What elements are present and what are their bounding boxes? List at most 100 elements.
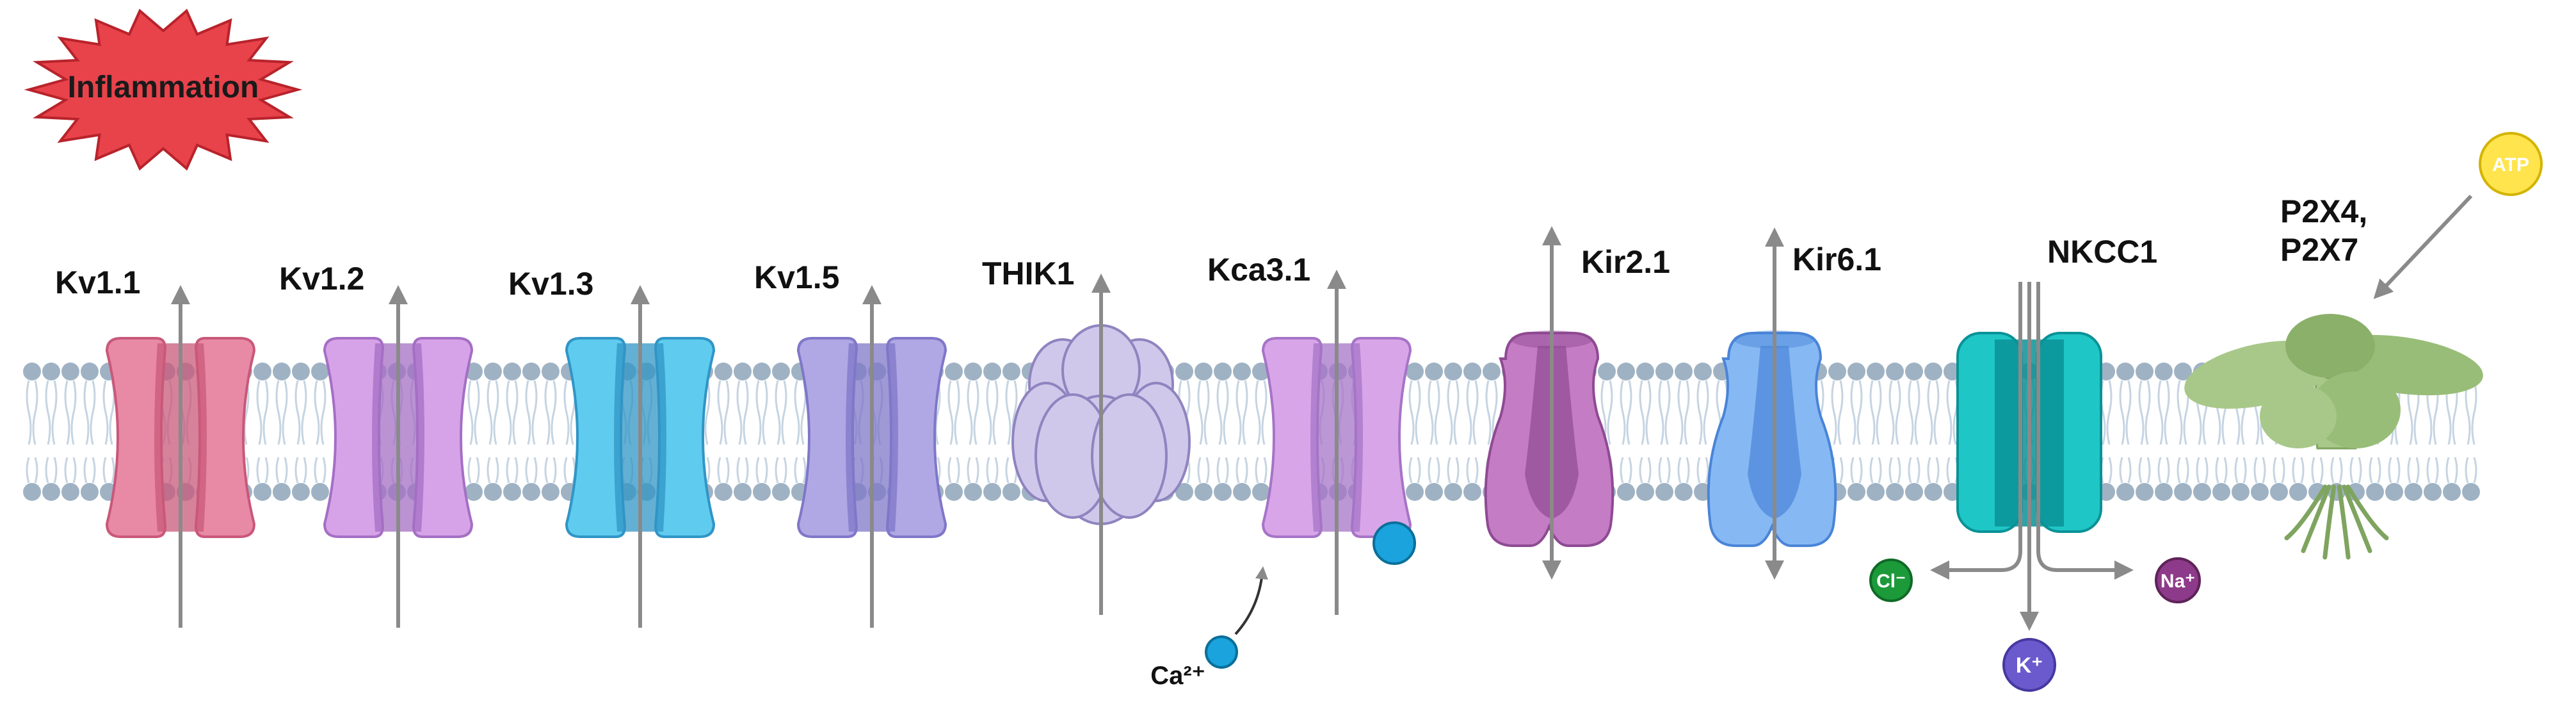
lipid-tail (1647, 457, 1652, 484)
channel-kir21 (1484, 331, 1614, 547)
lipid-tail (1628, 457, 1632, 484)
lipid-head (2193, 483, 2211, 501)
lipid-tail (1205, 457, 1210, 484)
lipid-tail (314, 457, 318, 484)
lipid-tail (111, 457, 115, 484)
lipid-tail (544, 380, 551, 445)
lipid-tail (294, 457, 299, 484)
lipid-tail (2223, 457, 2228, 484)
lipid-tail (717, 380, 723, 445)
lipid-head (1444, 483, 1462, 501)
lipid-head (503, 363, 521, 380)
lipid-tail (544, 457, 549, 484)
lipid-tail (551, 380, 557, 445)
lipid-tail (1658, 457, 1662, 484)
lipid-head (2385, 483, 2403, 501)
lipid-head (61, 483, 79, 501)
lipid-head (2462, 483, 2480, 501)
lipid-tail (1261, 380, 1268, 445)
lipid-head (945, 483, 963, 501)
lipid-head (2136, 363, 2153, 380)
lipid-tail (1255, 380, 1261, 445)
lipid-tail (1927, 380, 1933, 445)
lipid-tail (1447, 457, 1451, 484)
lipid-tail (1203, 380, 1210, 445)
lipid-tail (45, 380, 51, 445)
lipid-head (1694, 363, 1712, 380)
lipid-head (542, 363, 559, 380)
lipid-tail (954, 380, 960, 445)
lipid-head (2308, 483, 2326, 501)
arrow-calcium-influx (1234, 566, 1268, 635)
lipid-head (1847, 363, 1865, 380)
lipid-tail (563, 457, 568, 484)
lipid-head (1905, 363, 1923, 380)
lipid-head (1195, 483, 1212, 501)
lipid-head (1175, 483, 1193, 501)
lipid-tail (986, 457, 990, 484)
lipid-head (1406, 483, 1424, 501)
sodium-ion-ball (2155, 557, 2201, 603)
lipid-tail (2330, 457, 2335, 484)
lipid-head (2424, 483, 2442, 501)
arrow-nkcc1-na (2036, 282, 2134, 580)
lipid-tail (303, 457, 307, 484)
lipid-head (254, 483, 271, 501)
label-kv15: Kv1.5 (754, 259, 840, 295)
lipid-head (2347, 483, 2365, 501)
lipid-tail (764, 457, 768, 484)
lipid-tail (1607, 380, 1613, 445)
lipid-tail (533, 457, 538, 484)
lipid-tail (506, 457, 510, 484)
lipid-tail (322, 457, 326, 484)
lipid-tail (1869, 457, 1874, 484)
lipid-tail (1466, 457, 1470, 484)
lipid-tail (476, 457, 480, 484)
lipid-tail (1474, 457, 1479, 484)
lipid-tail (1639, 380, 1645, 445)
lipid-tail (992, 380, 999, 445)
label-thik1: THIK1 (982, 256, 1075, 291)
lipid-head (1867, 363, 1885, 380)
inflammation-badge: Inflammation (24, 8, 303, 171)
lipid-tail (70, 380, 77, 445)
lipid-tail (102, 457, 107, 484)
lipid-head (1924, 363, 1942, 380)
lipid-tail (994, 457, 999, 484)
lipid-head (465, 483, 483, 501)
lipid-tail (1626, 380, 1632, 445)
lipid-tail (1408, 457, 1413, 484)
lipid-tail (34, 457, 38, 484)
lipid-head (1444, 363, 1462, 380)
lipid-tail (2465, 457, 2469, 484)
lipid-head (81, 363, 99, 380)
lipid-head (1675, 363, 1693, 380)
lipid-tail (2426, 457, 2431, 484)
lipid-tail (262, 380, 269, 445)
channel-kv15 (796, 337, 947, 538)
lipid-tail (2196, 457, 2200, 484)
lipid-head (772, 483, 790, 501)
lipid-tail (1927, 457, 1931, 484)
lipid-tail (2166, 457, 2170, 484)
lipid-tail (45, 457, 49, 484)
lipid-head (1867, 483, 1885, 501)
lipid-tail (64, 457, 68, 484)
arrow-nkcc1-cl (1930, 282, 2022, 580)
lipid-tail (467, 457, 472, 484)
lipid-tail (2127, 457, 2132, 484)
lipid-tail (1839, 457, 1844, 484)
lipid-tail (1686, 457, 1690, 484)
lipid-tail (1005, 457, 1010, 484)
lipid-tail (2157, 380, 2164, 445)
lipid-tail (1946, 380, 1952, 445)
label-kir21: Kir2.1 (1581, 244, 1670, 280)
lipid-tail (725, 457, 730, 484)
lipid-tail (736, 457, 741, 484)
lipid-tail (1455, 457, 1460, 484)
lipid-head (311, 483, 329, 501)
lipid-tail (2377, 457, 2381, 484)
lipid-tail (1888, 457, 1893, 484)
lipid-tail (1705, 457, 1709, 484)
calcium-ion-label: Ca²⁺ (1150, 662, 1205, 690)
